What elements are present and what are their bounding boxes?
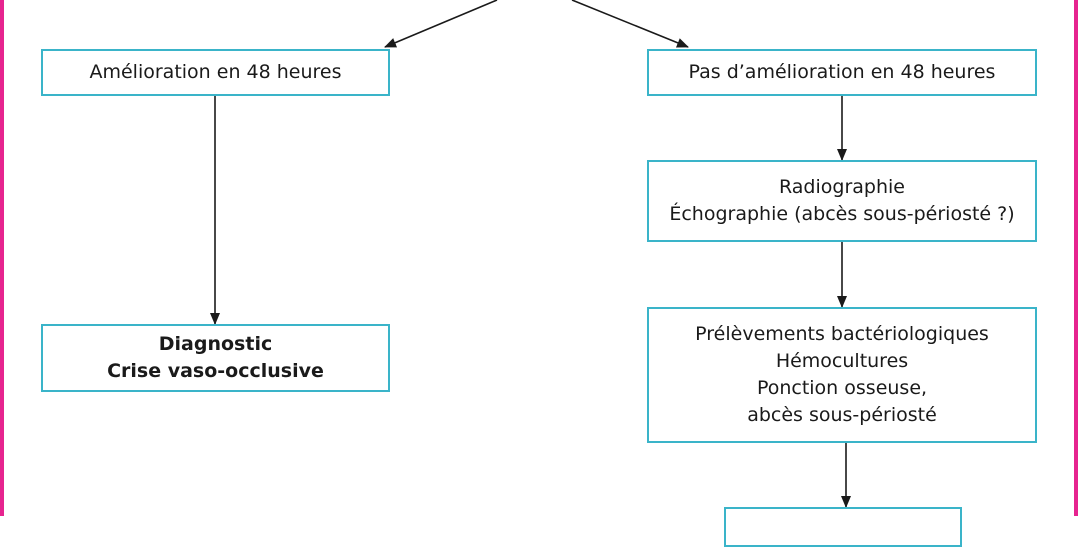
- node-imaging-line1: Radiographie: [779, 176, 905, 198]
- node-samples-line2: Hémocultures: [775, 350, 909, 372]
- node-samples-line1: Prélèvements bactériologiques: [695, 323, 989, 345]
- node-imaging: Radiographie Échographie (abcès sous-pér…: [647, 160, 1037, 242]
- node-diagnostic: Diagnostic Crise vaso-occlusive: [41, 324, 390, 392]
- arrow-to-improvement: [384, 0, 498, 48]
- node-no-improvement-48h: Pas d’amélioration en 48 heures: [647, 49, 1037, 96]
- node-samples: Prélèvements bactériologiques Hémocultur…: [647, 307, 1037, 443]
- node-improvement-48h: Amélioration en 48 heures: [41, 49, 390, 96]
- arrow-to-no-improvement: [571, 0, 689, 48]
- frame-left-edge: [0, 0, 4, 516]
- node-imaging-line2: Échographie (abcès sous-périosté ?): [669, 203, 1015, 225]
- node-improvement-label: Amélioration en 48 heures: [89, 61, 342, 83]
- node-diagnostic-line1: Diagnostic: [158, 333, 273, 355]
- node-samples-line3: Ponction osseuse,: [756, 377, 928, 399]
- node-samples-line4: abcès sous-périosté: [747, 404, 937, 426]
- frame-right-edge: [1074, 0, 1078, 516]
- flowchart-connectors: [210, 0, 851, 508]
- node-next-partial: [724, 507, 962, 547]
- node-diagnostic-line2: Crise vaso-occlusive: [107, 360, 324, 382]
- node-no-improvement-label: Pas d’amélioration en 48 heures: [688, 61, 996, 83]
